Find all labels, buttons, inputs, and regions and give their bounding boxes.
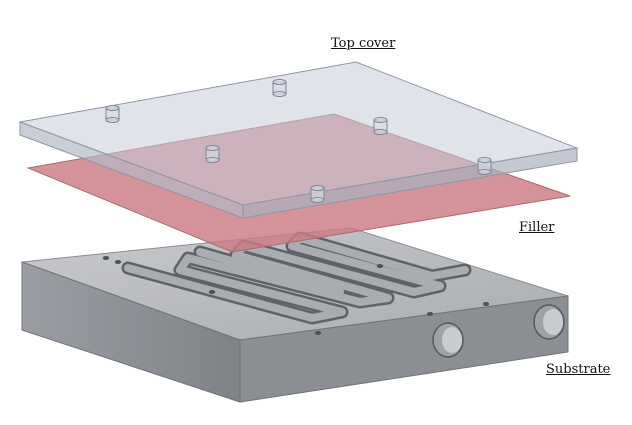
substrate-right-face (239, 295, 569, 403)
pin (105, 105, 120, 123)
screw-hole (482, 302, 490, 306)
screw-hole (426, 312, 434, 316)
top-cover-pins (105, 79, 492, 203)
top-cover-label: Top cover (331, 36, 396, 51)
screw-hole (102, 256, 110, 260)
substrate-screw-holes (102, 256, 490, 335)
outlet-port-bore (543, 309, 563, 335)
pin (373, 117, 388, 135)
filler-label: Filler (519, 220, 555, 235)
screw-hole (376, 264, 384, 268)
top-cover-right-edge (242, 147, 578, 219)
pin (310, 185, 325, 203)
substrate-block (21, 227, 569, 403)
inlet-port-bore (442, 327, 462, 353)
substrate-label: Substrate (546, 362, 611, 377)
pin (205, 145, 220, 163)
screw-hole (208, 290, 216, 294)
top-cover-plate (18, 61, 579, 219)
pin (477, 157, 492, 175)
screw-hole (314, 331, 322, 335)
pin (272, 79, 287, 97)
screw-hole (114, 260, 122, 264)
fluid-ports (432, 304, 565, 358)
